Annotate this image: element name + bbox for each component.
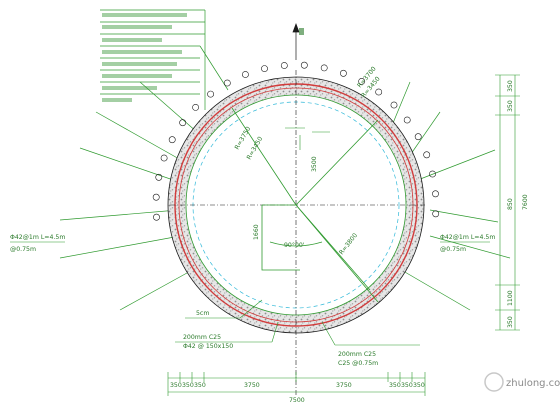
bolt-circle [390,101,398,109]
bolt-circle [432,190,439,198]
top-left-legend-text [102,13,187,102]
dim-bottom-total: 7500 [289,397,305,404]
grout-pipes [59,81,511,311]
bottom-right-note-4: C25 @0.75m [338,359,378,367]
dim-bottom-left-3: 350 [194,382,206,389]
bolt-circle [339,69,347,77]
dim-right-top: 350 [507,80,514,92]
bolt-circle [207,90,214,98]
bolt-circle [192,104,199,111]
dim-right-top-2: 350 [507,100,514,112]
dim-bottom-mid-right: 3750 [336,382,352,389]
bolt-circle [432,210,440,218]
bottom-dimensions [167,372,426,396]
bolt-circle [168,136,176,144]
bolt-circle [261,65,268,72]
bottom-note-4: Φ42 @ 150x150 [183,342,233,350]
bolt-circle [423,151,431,159]
top-left-legend [100,9,229,110]
bolt-circle [179,119,187,127]
bolt-circle [152,193,160,201]
bolt-circle [375,88,383,96]
dim-bottom-left-2: 350 [182,382,194,389]
angle-label: 90°00' [284,241,305,249]
bolt-circle [223,79,231,87]
center-axes [170,70,425,395]
dim-bottom-mid-left: 3750 [244,382,260,389]
center-left-dim: 1660 [253,224,260,240]
watermark: zhulong.com [484,372,560,392]
dim-bottom-left-1: 350 [170,382,182,389]
radius-lines [231,107,379,303]
dim-right-mid: 7600 [522,194,529,210]
bottom-note-1: 5cm [196,310,209,317]
bolt-ring [152,61,440,221]
dim-bottom-right-3: 350 [413,382,425,389]
bolt-circle [280,62,288,69]
bolt-circle [429,170,436,178]
dim-right-bottom-2: 350 [507,316,514,328]
top-centerline [292,23,300,60]
dim-right-low: 850 [507,198,514,210]
angle-arc [269,241,323,247]
bolt-circle [320,64,328,72]
dim-bottom-right-2: 350 [401,382,413,389]
bottom-note-3: 200mm C25 [183,334,221,341]
bottom-leaders [175,299,420,346]
right-spec-2: @0.75m [440,245,466,253]
bolt-circle [358,78,366,85]
north-mark [299,28,304,35]
center-vertical-dim: 3500 [311,156,318,172]
left-spec-2: @0.75m [10,245,36,253]
bolt-circle [414,133,422,141]
right-dimensions [495,74,520,331]
dim-right-bottom-1: 1100 [507,290,514,306]
bolt-circle [241,71,249,78]
bolt-circle [300,61,308,69]
bottom-right-note-3: 200mm C25 [338,351,376,358]
bolt-circle [155,173,163,181]
dim-bottom-right-1: 350 [389,382,401,389]
bolt-circle [160,154,168,162]
bolt-circle [153,213,160,221]
left-spec-1: Φ42@1m L=4.5m [10,233,65,241]
right-spec-1: Φ42@1m L=4.5m [440,233,495,241]
internal-marks [285,127,330,150]
watermark-text: zhulong.com [506,378,560,389]
bolt-circle [403,116,411,124]
